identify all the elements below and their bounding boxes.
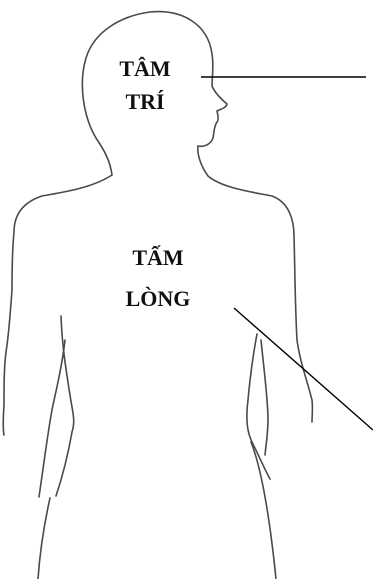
heart-label: TẤM LÒNG — [0, 247, 316, 310]
mind-label-line1: TÂM — [0, 58, 290, 80]
left-leg-outline — [38, 498, 50, 579]
right-leg-outline — [251, 442, 276, 579]
heart-label-line1: TẤM — [0, 247, 316, 269]
right-torso-side — [261, 340, 268, 455]
mind-label: TÂM TRÍ — [0, 58, 290, 113]
left-torso-side — [39, 340, 65, 497]
right-arm-inner — [247, 334, 270, 479]
mind-label-line2: TRÍ — [0, 91, 290, 113]
heart-pointer-line — [234, 308, 373, 430]
heart-label-line2: LÒNG — [0, 288, 316, 310]
